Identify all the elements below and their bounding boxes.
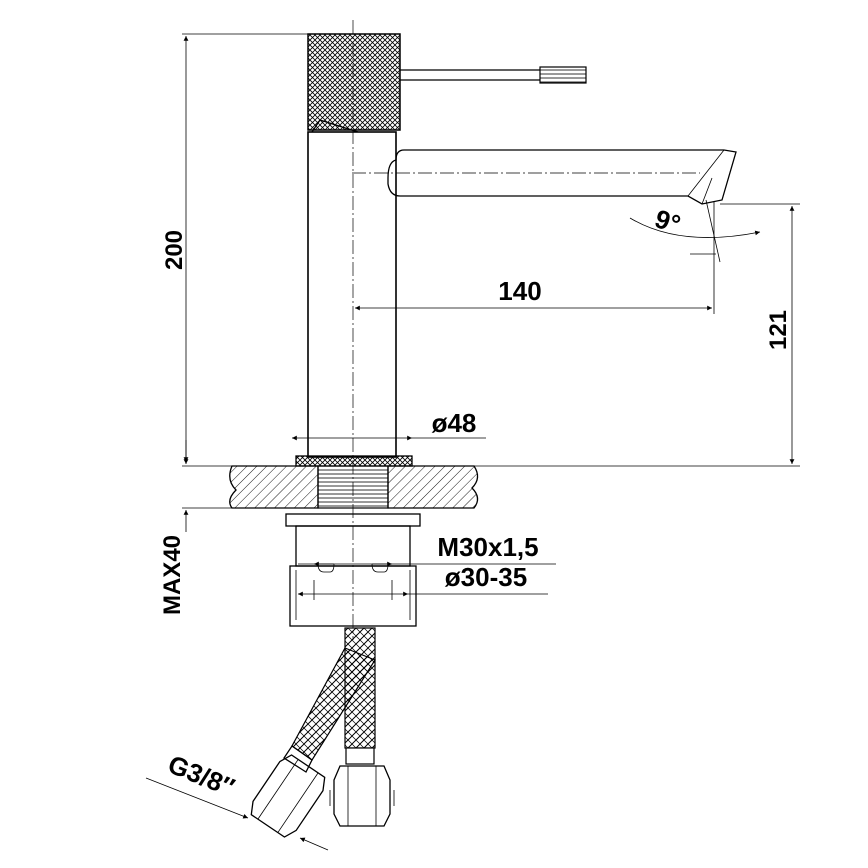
label-thread: M30x1,5: [437, 532, 538, 562]
hose-nut-straight: [329, 765, 395, 827]
base-ring: [295, 455, 413, 467]
label-spout-reach: 140: [498, 276, 541, 306]
label-spout-height: 121: [765, 310, 792, 350]
spout: [387, 149, 737, 205]
hose-nut-angled: [250, 754, 326, 838]
label-max-thickness: MAX40: [159, 535, 186, 615]
faucet-body: [295, 20, 737, 640]
label-height-total: 200: [161, 230, 188, 270]
countertop-section: [182, 465, 800, 509]
knurled-handle: [307, 33, 401, 131]
label-spout-angle: 9°: [651, 203, 684, 239]
lever-handle: [400, 66, 587, 84]
label-body-diameter: ø48: [432, 408, 477, 438]
mounting-nut: [285, 513, 421, 627]
faucet-column: [307, 131, 397, 458]
dimension-lines: [145, 33, 800, 851]
label-hose-connection: G3/8″: [164, 749, 239, 803]
label-hole-diameter: ø30-35: [445, 562, 527, 592]
supply-hoses: [250, 627, 395, 838]
